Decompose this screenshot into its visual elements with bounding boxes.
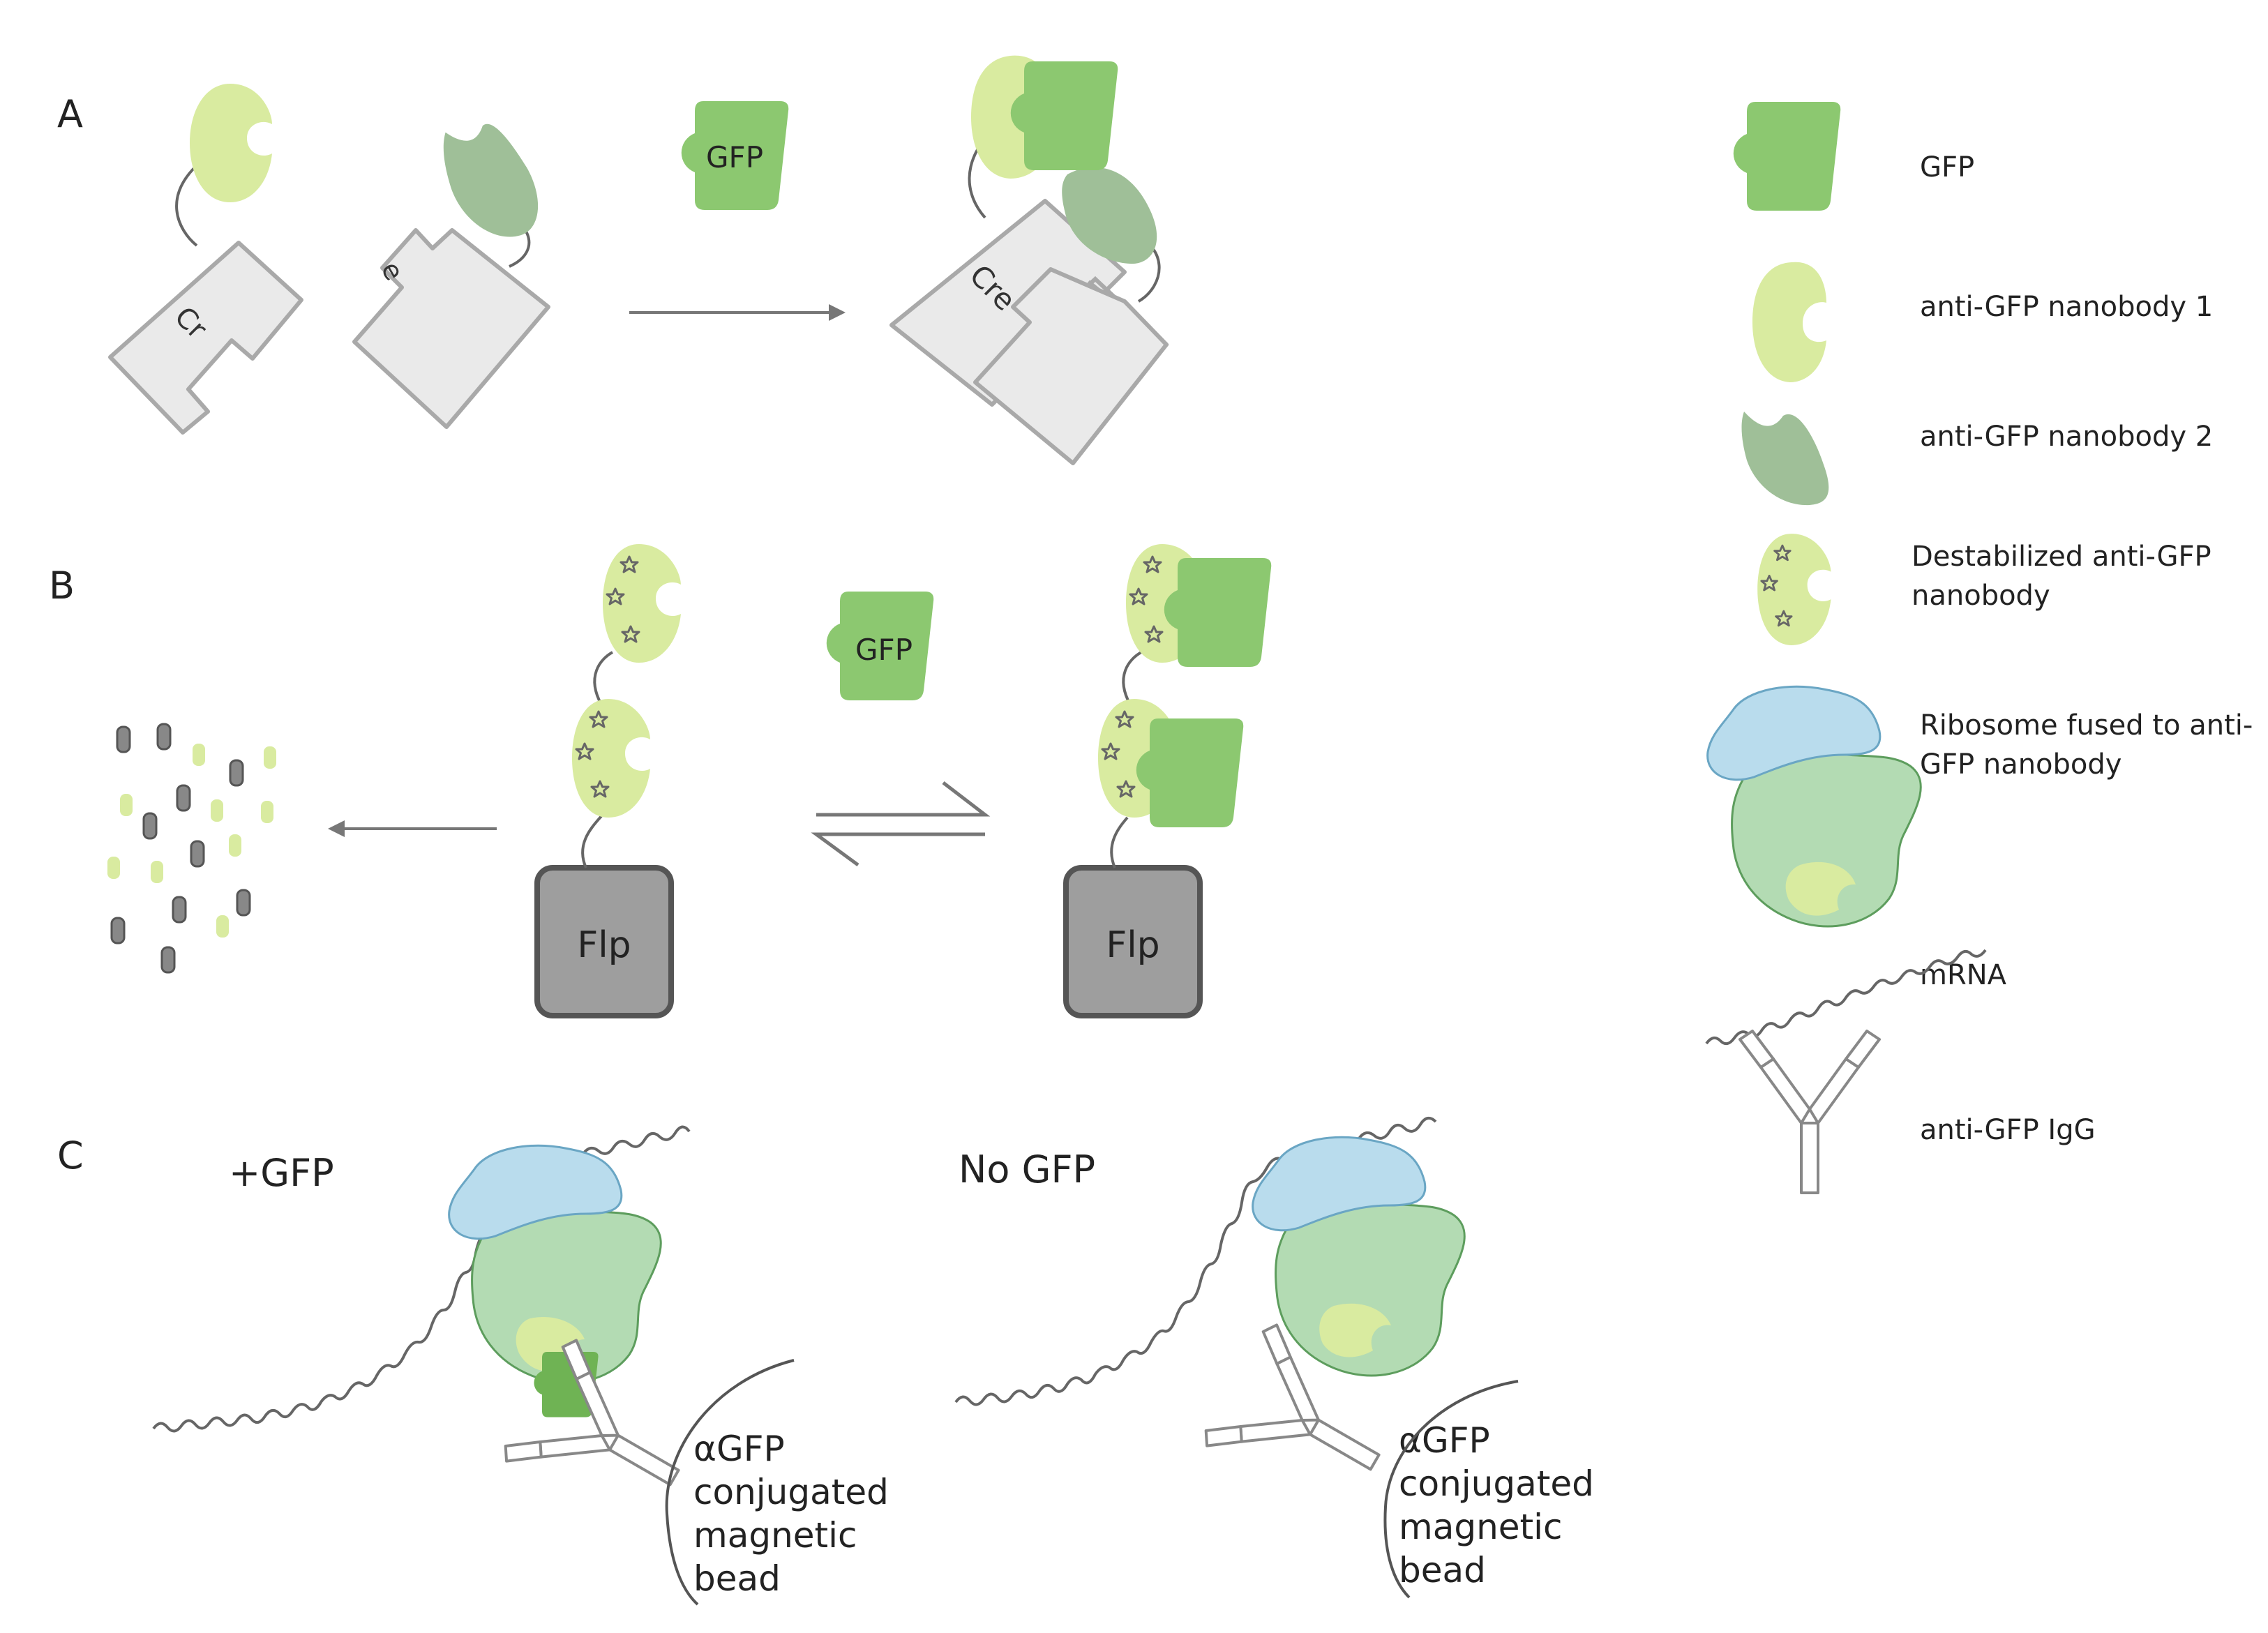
flp-left	[534, 865, 674, 1018]
mrna-left	[152, 1125, 691, 1433]
legend-label-igg: anti-GFP IgG	[1920, 1114, 2096, 1146]
bead-line: αGFP	[693, 1429, 785, 1469]
linker-a1	[175, 159, 204, 247]
cre-joined-right	[973, 267, 1169, 465]
nanobody-2-bound	[1062, 167, 1157, 264]
legend-icon-nanobody-2	[1741, 412, 1829, 506]
bead-label-right: αGFP conjugated magnetic bead	[1399, 1419, 1594, 1592]
flp-right	[1063, 865, 1203, 1018]
panel-b-label: B	[49, 564, 75, 608]
legend-icon-nanobody-1	[1752, 262, 1826, 382]
bead-line: αGFP	[1399, 1420, 1490, 1461]
ribosome-nanobody-right	[1319, 1303, 1391, 1357]
magnetic-bead-left	[665, 1359, 795, 1606]
bead-line: conjugated	[693, 1472, 889, 1512]
bead-line: magnetic	[1399, 1507, 1563, 1547]
magnetic-bead-right	[1383, 1380, 1519, 1599]
flp-right-text: Flp	[1106, 924, 1159, 966]
legend-icon-mrna	[1705, 949, 1987, 1046]
bead-line: magnetic	[693, 1515, 857, 1556]
destabilized-nanobody-left-upper	[603, 544, 681, 663]
bead-line: bead	[693, 1558, 781, 1599]
gfp-text-b: GFP	[855, 633, 913, 667]
destabilized-nanobody-left-lower	[572, 699, 650, 818]
gfp-text-a: GFP	[706, 140, 763, 174]
bead-label-left: αGFP conjugated magnetic bead	[693, 1427, 889, 1600]
gfp-bound-a	[1010, 61, 1118, 170]
bead-line: bead	[1399, 1550, 1486, 1590]
legend-label-ribosome: Ribosome fused to anti-GFP nanobody	[1920, 709, 2253, 781]
condition-no-gfp: No GFP	[959, 1147, 1096, 1191]
bead-line: conjugated	[1399, 1463, 1594, 1504]
equilibrium-arrow-forward	[816, 781, 991, 817]
cre-right-half	[352, 228, 550, 429]
legend-icon-ribosome	[1706, 685, 1922, 928]
gfp-bound-b-lower	[1136, 718, 1244, 827]
nanobody-2-shape	[439, 117, 543, 247]
condition-plus-gfp: +GFP	[229, 1151, 334, 1195]
cre-left-half	[108, 241, 303, 435]
panel-c-label: C	[57, 1134, 84, 1177]
gfp-bound-b-upper	[1164, 558, 1272, 667]
legend-label-mrna: mRNA	[1920, 959, 2007, 991]
flp-left-text: Flp	[577, 924, 631, 966]
panel-a-label: A	[57, 92, 83, 136]
legend-icon-gfp	[1733, 102, 1841, 211]
legend-label-nanobody-1: anti-GFP nanobody 1	[1920, 291, 2214, 323]
equilibrium-arrow-reverse	[811, 832, 985, 867]
degradation-products	[107, 723, 276, 974]
nanobody-1-shape	[190, 84, 272, 202]
legend-label-destabilized-nanobody: Destabilized anti-GFP nanobody	[1912, 541, 2211, 612]
legend-label-nanobody-2: anti-GFP nanobody 2	[1920, 421, 2214, 453]
legend-icon-destabilized-nanobody	[1757, 534, 1831, 645]
arrow-a-head	[829, 304, 846, 321]
legend-label-gfp: GFP	[1920, 151, 1975, 183]
legend-icon-igg	[1738, 1030, 1881, 1194]
